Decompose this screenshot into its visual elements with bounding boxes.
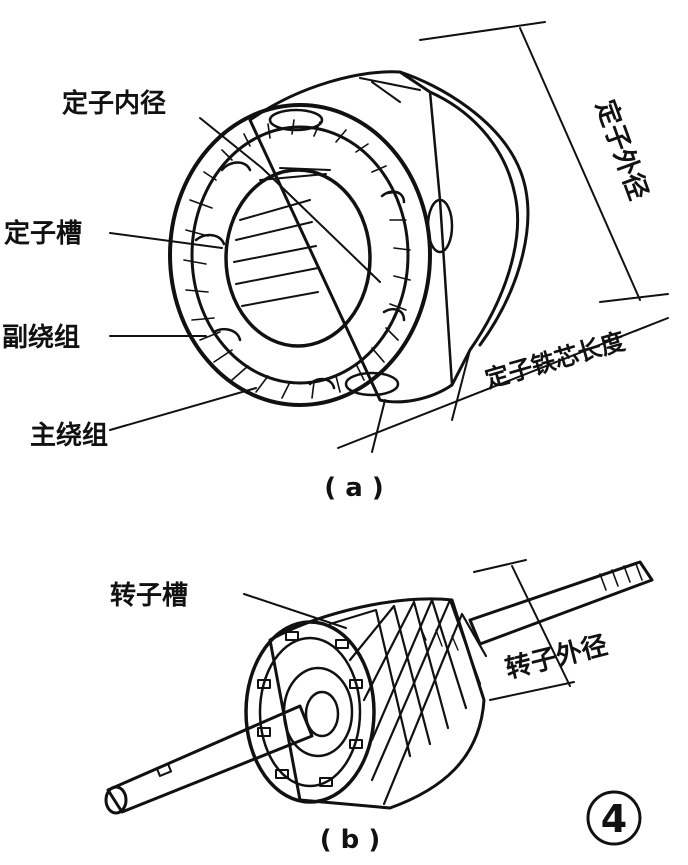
stator-outer-diameter-label: 定子外径	[589, 96, 654, 204]
caption-b: ( b )	[320, 825, 380, 855]
stator-inner-diameter-label: 定子内径	[62, 88, 166, 119]
rotor-outer-diameter-label: 转子外径	[502, 631, 610, 685]
stator-slot-label: 定子槽	[4, 218, 82, 249]
rotor-drawing	[104, 560, 654, 815]
stator-outer-diameter-dimension	[419, 21, 669, 303]
rotor-slot-leader-line	[243, 593, 347, 629]
stator-drawing	[168, 70, 530, 407]
stator-core-length-label: 定子铁芯长度	[482, 327, 629, 394]
figure-number: 4	[601, 797, 627, 841]
auxiliary-winding-label: 副绕组	[2, 322, 80, 353]
stator-leader-lines	[109, 117, 381, 431]
stator-core-length-dimension	[337, 317, 669, 453]
rotor-outer-diameter-dimension	[473, 559, 575, 701]
main-winding-label: 主绕组	[30, 420, 108, 451]
figure-number-badge: 4	[586, 790, 642, 846]
caption-a: ( a )	[324, 473, 383, 503]
rotor-slot-label: 转子槽	[110, 581, 188, 611]
